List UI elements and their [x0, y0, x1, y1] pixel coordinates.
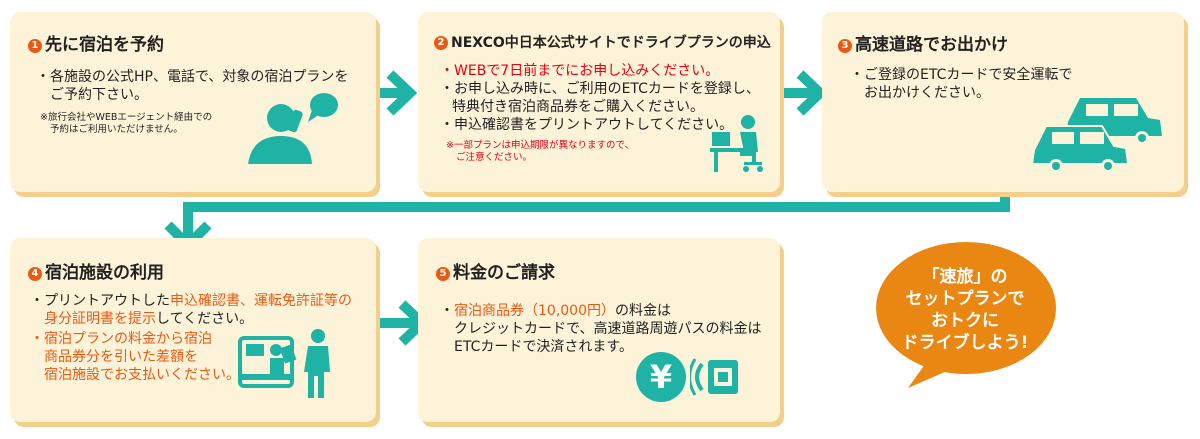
step1-number-badge: 1 — [28, 39, 42, 53]
step2-line-4: ・申込確認書をプリントアウトしてください。 — [440, 117, 734, 133]
step2-note-2: ご注意ください。 — [456, 152, 533, 163]
step1-note-2: 予約はご利用いただけません。 — [50, 124, 183, 135]
desk-computer-person-icon — [710, 115, 763, 172]
promo-bubble-line-3: おトクに — [931, 311, 999, 331]
promo-speech-bubble — [876, 242, 1056, 388]
step2-line-2: ・お申し込み時に、ご利用のETCカードを登録し、 — [440, 81, 760, 97]
hotel-front-desk-icon — [238, 329, 330, 398]
step2-number-badge: 2 — [434, 36, 448, 50]
step5-number-badge: 5 — [436, 267, 450, 281]
step4-line-3: ・宿泊プランの料金から宿泊 — [30, 331, 212, 347]
step4-number-badge: 4 — [28, 267, 42, 281]
step3-number-badge: 3 — [838, 39, 852, 53]
promo-bubble-line-2: セットプランで — [905, 289, 1025, 309]
step1-note-1: ※旅行会社やWEBエージェント経由での — [40, 112, 213, 123]
step2-line-3: 特典付き宿泊商品券をご購入ください。 — [452, 99, 704, 115]
promo-bubble-line-1: 「速旅」の — [922, 267, 1008, 287]
step4-line-2: 身分証明書を提示してください。 — [44, 311, 254, 327]
promo-bubble-line-4: ドライブしよう! — [901, 333, 1029, 353]
yen-icon: ¥ — [636, 352, 686, 402]
step5-line-3: ETCカードで決済されます。 — [454, 339, 633, 355]
step3-line-2: お出かけください。 — [864, 85, 990, 101]
step3-line-1: ・ご登録のETCカードで安全運転で — [850, 67, 1073, 83]
etc-card-reader-icon — [690, 358, 738, 396]
step2-card — [418, 12, 780, 192]
step5-line-2: クレジットカードで、高速道路周遊パスの料金は — [454, 321, 762, 337]
step4-line-4: 商品券分を引いた差額を — [44, 349, 198, 365]
step4-line-5: 宿泊施設でお支払いください。 — [44, 367, 240, 383]
step1-line-2: ご予約下さい。 — [50, 87, 148, 103]
cars-icon — [1030, 98, 1162, 173]
step5-line-1: ・宿泊商品券（10,000円）の料金は — [440, 303, 671, 319]
step1-line-1: ・各施設の公式HP、電話で、対象の宿泊プランを — [36, 69, 349, 85]
step2-note-1: ※一部プランは申込期限が異なりますので、 — [446, 140, 635, 151]
step4-line-1: ・プリントアウトした申込確認書、運転免許証等の — [30, 293, 352, 309]
phone-call-person-icon — [248, 93, 338, 164]
arrow-step2-to-step3 — [775, 70, 828, 116]
step2-line-1: ・WEBで7日前までにお申し込みください。 — [440, 63, 720, 79]
